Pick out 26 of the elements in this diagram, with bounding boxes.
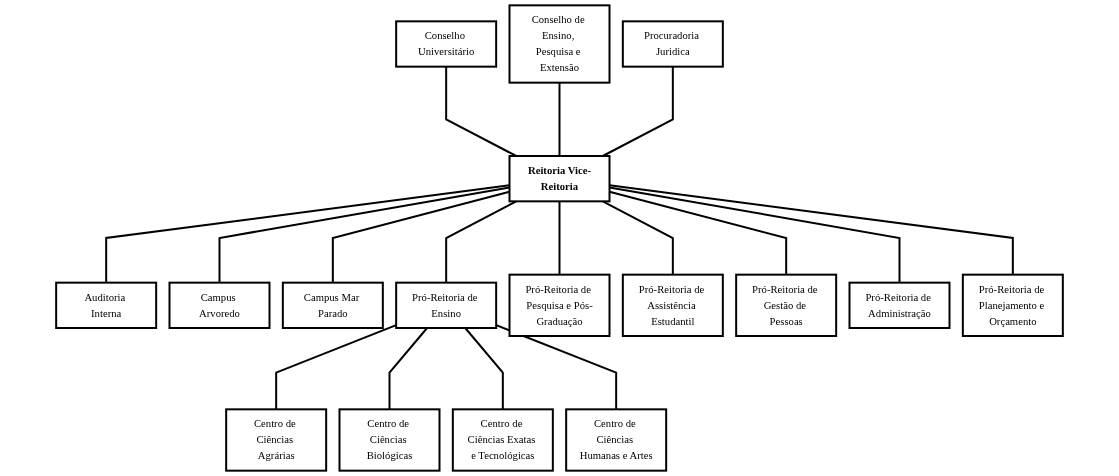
connector	[558, 81, 561, 157]
node-box: Reitoria Vice-Reitoria	[508, 155, 611, 203]
node-box: Pró-Reitoria de Planejamento e Orçamento	[961, 273, 1064, 337]
node-box: Pró-Reitoria de Assistência Estudantil	[621, 273, 724, 337]
connector	[388, 327, 429, 411]
node-box: Centro de Ciências Biológicas	[338, 408, 441, 472]
node-box: Conselho Universitário	[395, 20, 498, 68]
connector	[601, 65, 674, 157]
connector	[601, 200, 674, 276]
node-box: Centro de Ciências Agrárias	[225, 408, 328, 472]
connector	[445, 200, 518, 284]
node-box: Pró-Reitoria de Administração	[848, 281, 951, 329]
node-box: Campus Arvoredo	[168, 281, 271, 329]
node-box: Conselho de Ensino, Pesquisa e Extensão	[508, 4, 611, 84]
connector	[558, 200, 561, 276]
node-box: Centro de Ciências Exatas e Tecnológicas	[451, 408, 554, 472]
connector	[445, 65, 518, 157]
node-box: Pró-Reitoria de Gestão de Pessoas	[735, 273, 838, 337]
node-box: Auditoria Interna	[55, 281, 158, 329]
node-box: Procuradoria Juridica	[621, 20, 724, 68]
node-box: Pró-Reitoria de Pesquisa e Pós-Graduação	[508, 273, 611, 337]
node-box: Pró-Reitoria de Ensino	[395, 281, 498, 329]
node-box: Campus Mar Parado	[281, 281, 384, 329]
node-box: Centro de Ciências Humanas e Artes	[565, 408, 668, 472]
connector	[495, 324, 618, 411]
connector	[464, 327, 504, 411]
